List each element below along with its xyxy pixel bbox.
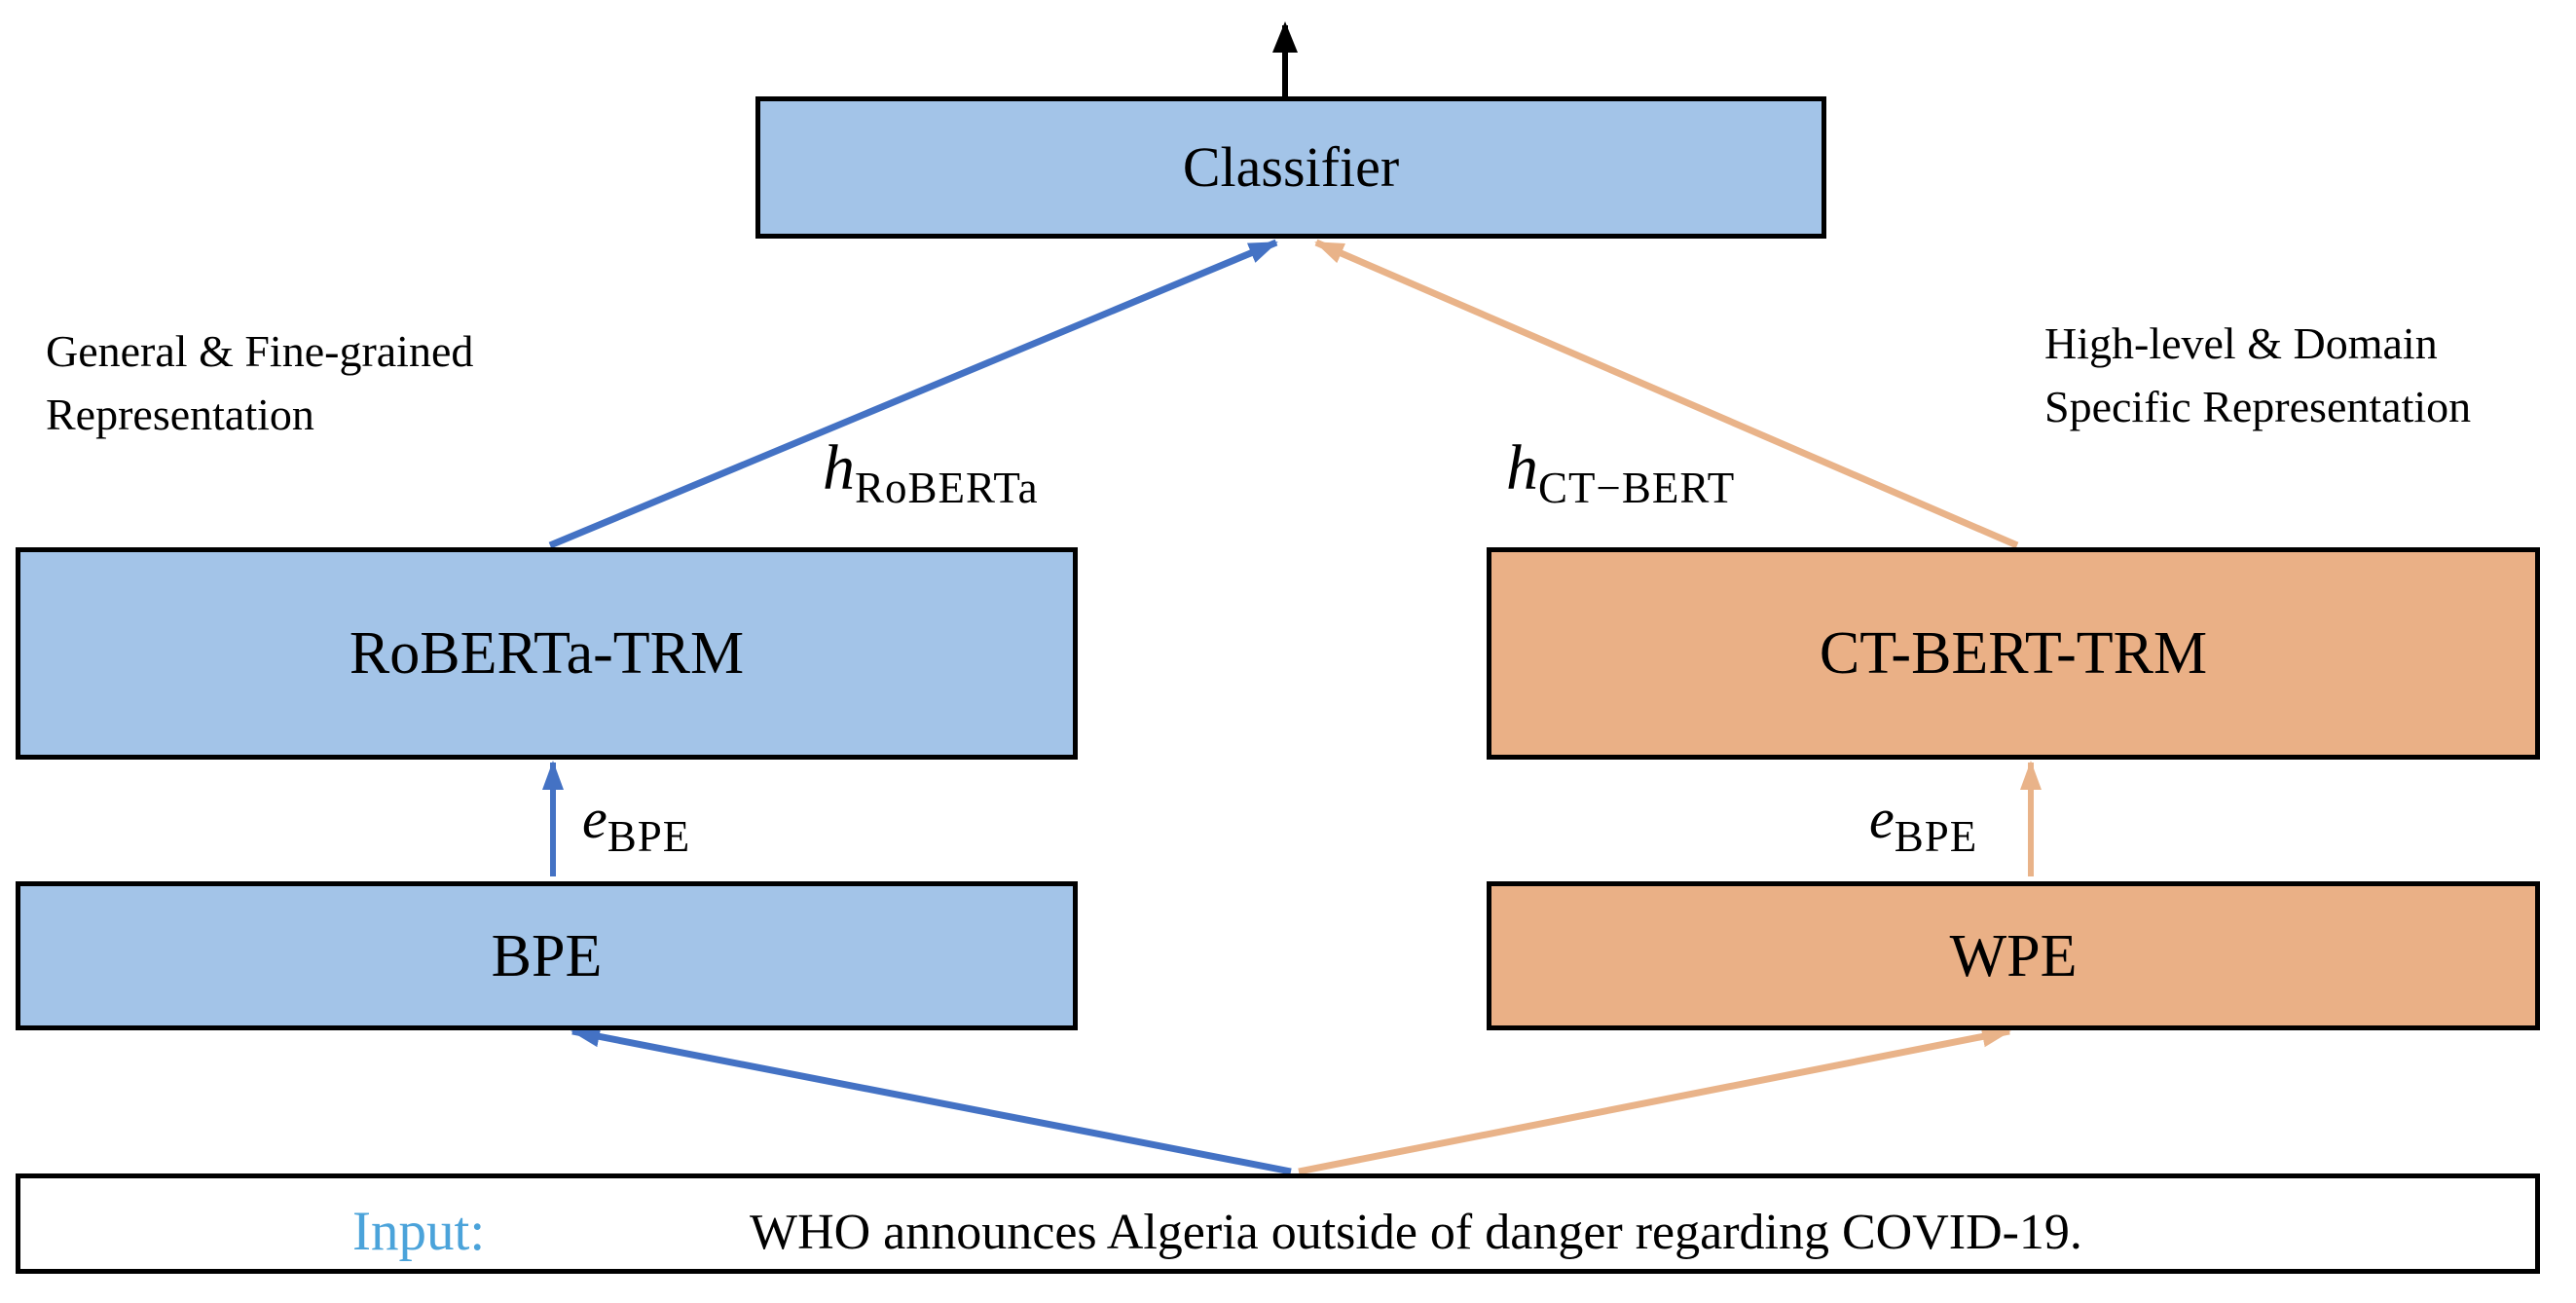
right-representation-note: High-level & Domain Specific Representat… — [2044, 318, 2472, 432]
e-bpe-left-base: e — [582, 787, 607, 850]
bpe-box: BPE — [16, 881, 1078, 1030]
roberta-trm-box-label: RoBERTa-TRM — [349, 620, 745, 687]
bpe-box-label: BPE — [491, 922, 603, 989]
h-ct-bert-base: h — [1506, 432, 1538, 503]
e-bpe-right-label: eBPE — [1869, 791, 1977, 859]
left-representation-note: General & Fine-grained Representation — [46, 326, 474, 440]
e-bpe-right-subscript: BPE — [1894, 812, 1978, 861]
arrow-input-to-bpe — [570, 1025, 1292, 1175]
e-bpe-left-label: eBPE — [582, 791, 690, 859]
e-bpe-right-base: e — [1869, 787, 1895, 850]
arrow-roberta-to-classifier — [548, 239, 1278, 549]
h-ct-bert-label: hCT−BERT — [1506, 436, 1735, 510]
wpe-box-label: WPE — [1949, 922, 2078, 989]
h-roberta-label: hRoBERTa — [823, 436, 1039, 510]
h-roberta-base: h — [823, 432, 855, 503]
h-ct-bert-subscript: CT−BERT — [1538, 464, 1736, 512]
arrow-input-to-wpe — [1298, 1025, 2011, 1175]
h-roberta-subscript: RoBERTa — [855, 464, 1039, 512]
input-box — [16, 1173, 2540, 1274]
input-label: Input: — [352, 1201, 486, 1262]
wpe-box: WPE — [1487, 881, 2540, 1030]
input-sentence: WHO announces Algeria outside of danger … — [750, 1205, 2082, 1260]
ct-bert-trm-box: CT-BERT-TRM — [1487, 547, 2540, 760]
classifier-box-label: Classifier — [1182, 135, 1400, 199]
classifier-box: Classifier — [755, 96, 1826, 239]
ct-bert-trm-box-label: CT-BERT-TRM — [1819, 620, 2208, 687]
arrow-ctbert-to-classifier — [1314, 239, 2019, 549]
e-bpe-left-subscript: BPE — [607, 812, 691, 861]
roberta-trm-box: RoBERTa-TRM — [16, 547, 1078, 760]
